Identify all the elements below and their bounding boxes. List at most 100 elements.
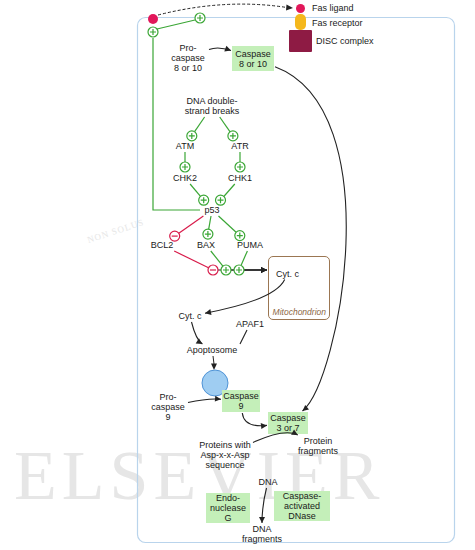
connector-line	[219, 216, 237, 232]
connector-curve	[275, 67, 346, 411]
pathway-node: Pro-caspase 8 or 10	[168, 43, 208, 73]
arrow-head	[205, 309, 212, 315]
node-text: Apoptosome	[182, 345, 242, 355]
plus-marker	[148, 27, 158, 37]
node-text: p53	[201, 205, 223, 215]
pathway-node: CHK2	[171, 173, 199, 183]
pathway-node: ATR	[228, 141, 252, 151]
enzyme-box: Caspase-activated DNase	[274, 491, 330, 521]
connector-curve	[242, 413, 267, 426]
connector	[224, 184, 235, 197]
connector	[209, 216, 211, 229]
connector	[211, 251, 267, 273]
node-text: Pro-caspase 9	[149, 392, 187, 422]
connector	[240, 152, 241, 162]
plus-marker	[221, 265, 231, 275]
pathway-node: Protein fragments	[293, 436, 343, 456]
plus-sign	[218, 197, 224, 203]
node-text: APAF1	[235, 319, 265, 329]
connector-line	[231, 269, 267, 270]
connector	[185, 152, 186, 162]
pathway-node: Proteins with Asp-x-x-Asp sequence	[198, 440, 252, 470]
dashed-arrow	[158, 4, 287, 15]
minus-marker	[208, 265, 218, 275]
node-text: Caspase 9	[223, 391, 259, 411]
plus-sign	[223, 267, 229, 273]
connector	[253, 430, 298, 443]
pathway-node: Cyt. c	[274, 269, 302, 279]
connector-line	[220, 117, 230, 132]
connector-line	[179, 216, 204, 233]
plus-marker	[235, 162, 245, 172]
pathway-node: Cyt. c	[176, 311, 204, 321]
connector-line	[190, 184, 200, 196]
connector	[205, 280, 285, 316]
arrow-head	[196, 338, 203, 344]
connector-line	[184, 152, 185, 162]
legend-swatch	[289, 30, 312, 52]
plus-sign	[237, 233, 243, 239]
connector-group	[174, 46, 346, 523]
organelle-label: Mitochondrion	[273, 307, 326, 317]
arrow-head	[261, 267, 267, 273]
fas-ligand-dot	[148, 14, 158, 24]
node-text: PUMA	[235, 240, 265, 250]
pathway-node: BCL2	[149, 240, 175, 250]
arrow-head	[261, 267, 267, 273]
enzyme-box: Caspase 9	[222, 390, 260, 412]
connector	[179, 216, 204, 233]
connector-curve	[253, 433, 298, 443]
connector	[192, 322, 203, 344]
arrow-head	[286, 5, 293, 11]
plus-sign	[197, 15, 203, 21]
plus-sign	[189, 133, 195, 139]
legend-text: Fas ligand	[312, 3, 354, 13]
plus-marker	[195, 13, 205, 23]
connector-curve	[205, 280, 285, 314]
connector	[195, 117, 205, 132]
plus-sign	[236, 267, 242, 273]
pathway-node: BAX	[195, 240, 217, 250]
arrow-head	[261, 423, 267, 429]
node-text: Caspase-activated DNase	[275, 491, 329, 521]
plus-sign	[230, 133, 236, 139]
node-text: Proteins with Asp-x-x-Asp sequence	[198, 440, 252, 470]
plus-marker	[234, 265, 244, 275]
plus-marker	[228, 131, 238, 141]
node-text: CHK1	[226, 173, 254, 183]
marker-group	[170, 131, 245, 275]
connector-curve	[209, 48, 231, 51]
enzyme-box: Caspase 8 or 10	[232, 46, 274, 71]
node-text: Cyt. c	[274, 269, 302, 279]
connector	[209, 46, 231, 52]
pathway-node: PUMA	[235, 240, 265, 250]
connector	[219, 216, 237, 232]
arrow-head	[215, 396, 221, 402]
plus-sign	[182, 164, 188, 170]
connector	[220, 117, 230, 132]
pathway-node: DNA fragments	[237, 524, 287, 544]
connector-line	[209, 216, 211, 229]
plus-marker	[187, 131, 197, 141]
arrow-head	[224, 46, 231, 52]
node-text: ATM	[173, 141, 197, 151]
legend-swatch	[296, 4, 305, 13]
connector	[188, 396, 221, 403]
node-text: ATR	[228, 141, 252, 151]
node-text: Protein fragments	[293, 436, 343, 456]
legend-text: Fas receptor	[312, 18, 363, 28]
node-text: CHK2	[171, 173, 199, 183]
plus-marker	[216, 195, 226, 205]
pathway-node: DNA	[256, 477, 280, 487]
connector	[240, 330, 247, 344]
connector-line	[244, 269, 267, 270]
node-text: DNA	[256, 477, 280, 487]
plus-sign	[205, 231, 211, 237]
node-text: Caspase 3 or 7	[269, 413, 307, 433]
connector-line	[239, 152, 240, 162]
node-text: Pro-caspase 8 or 10	[168, 43, 208, 73]
connector	[190, 184, 200, 196]
pathway-node: ATM	[173, 141, 197, 151]
pathway-node: CHK1	[226, 173, 254, 183]
